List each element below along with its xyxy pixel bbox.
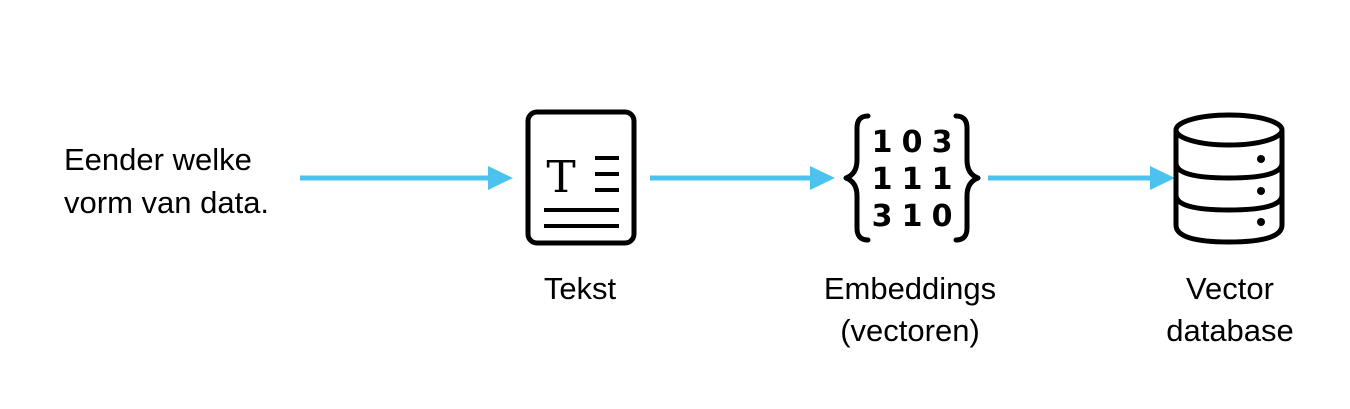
step-label-line: Vector xyxy=(1186,271,1274,306)
matrix-cell: 3 xyxy=(872,199,893,234)
database-icon xyxy=(1173,112,1285,245)
source-line-1: Eender welke xyxy=(64,142,252,177)
matrix-cell: 3 xyxy=(932,125,953,160)
matrix-cell: 0 xyxy=(902,125,923,160)
arrow-source-to-text xyxy=(300,166,513,190)
source-line-2: vorm van data. xyxy=(64,185,270,220)
step-label-embeddings: Embeddings (vectoren) xyxy=(790,268,1030,352)
step-label-line: Tekst xyxy=(543,271,617,306)
matrix-cell: 1 xyxy=(872,162,893,197)
step-label-line: database xyxy=(1166,313,1294,348)
arrow-text-to-embeddings xyxy=(650,166,835,190)
step-label-line: (vectoren) xyxy=(840,313,980,348)
embeddings-matrix-icon: 1 0 3 1 1 1 3 1 0 xyxy=(843,113,981,243)
step-label-line: Embeddings xyxy=(823,271,997,306)
arrow-embeddings-to-database xyxy=(988,166,1175,190)
text-icon-glyph: T xyxy=(546,152,575,203)
matrix-cell: 1 xyxy=(872,125,893,160)
source-description: Eender welke vorm van data. xyxy=(64,138,304,224)
matrix-cell: 1 xyxy=(902,162,923,197)
matrix-cell: 0 xyxy=(932,199,953,234)
matrix-cell: 1 xyxy=(932,162,953,197)
step-label-text: Tekst xyxy=(500,268,660,310)
text-document-icon: T xyxy=(525,109,637,246)
step-label-vector-database: Vector database xyxy=(1140,268,1320,352)
matrix-cell: 1 xyxy=(902,199,923,234)
